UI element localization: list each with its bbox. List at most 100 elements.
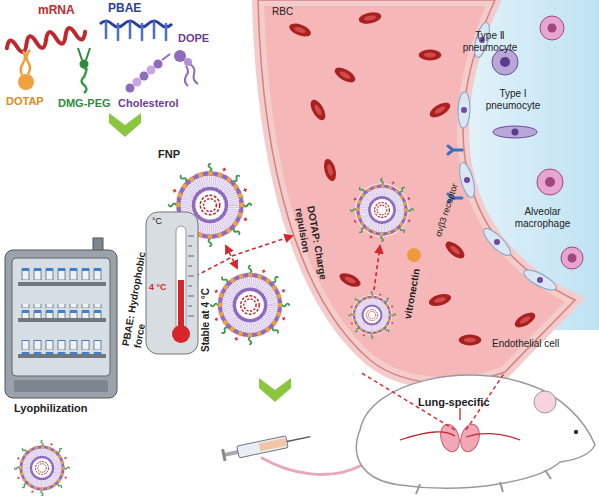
vitronectin-protein bbox=[407, 248, 421, 262]
dashed-leaders bbox=[232, 236, 292, 256]
syringe-illustration bbox=[224, 450, 239, 457]
dotap-icon bbox=[21, 50, 30, 75]
receptor-label: αvβ3 receptor bbox=[432, 179, 461, 241]
syringe-illustration bbox=[221, 431, 312, 461]
mouse-illustration bbox=[534, 391, 556, 413]
dashed-leaders bbox=[226, 246, 237, 268]
cholesterol-icon bbox=[147, 66, 156, 75]
alveolar-macrophages bbox=[561, 247, 583, 269]
thermometer-illustration bbox=[172, 325, 190, 343]
syringe-illustration bbox=[259, 438, 287, 451]
endothelial-cells bbox=[457, 92, 470, 128]
pneumocytes bbox=[512, 129, 519, 136]
alveolar-macrophages bbox=[537, 16, 583, 269]
endothelial-cells bbox=[464, 177, 470, 183]
lyophilizer-illustration bbox=[5, 250, 117, 398]
temperature-label: 4 °C bbox=[149, 282, 167, 292]
mouse-illustration bbox=[416, 470, 551, 494]
dotap-icon bbox=[18, 74, 34, 90]
dmg-peg-icon bbox=[78, 48, 90, 60]
endothelial-cells bbox=[461, 107, 467, 113]
lyophilizer-illustration bbox=[20, 304, 104, 318]
component-label: DOPE bbox=[178, 32, 209, 45]
step-chevron bbox=[259, 378, 291, 402]
red-blood-cells bbox=[337, 270, 362, 289]
mouse-illustration bbox=[262, 375, 595, 494]
alveolar-macrophages bbox=[548, 24, 557, 33]
dmg-peg-icon bbox=[82, 68, 87, 93]
alveolar-macrophages bbox=[540, 16, 564, 40]
nanoparticles-in-vessel bbox=[348, 291, 395, 338]
mouse-illustration bbox=[438, 422, 463, 454]
red-blood-cells bbox=[308, 97, 329, 122]
pbae-icon bbox=[100, 21, 172, 40]
protein-label: vitronectin bbox=[402, 268, 422, 320]
cholesterol-icon bbox=[133, 78, 142, 87]
particle-label: FNP bbox=[158, 148, 180, 161]
red-blood-cells bbox=[332, 65, 357, 86]
lyophilizer-illustration bbox=[18, 282, 106, 286]
dope-icon bbox=[174, 50, 198, 86]
blood-vessel bbox=[258, 0, 575, 383]
endothelial-cells bbox=[457, 21, 559, 294]
red-blood-cells bbox=[358, 11, 382, 26]
cholesterol-icon bbox=[126, 54, 171, 93]
thermometer-illustration bbox=[178, 280, 184, 330]
fnp-particles bbox=[211, 266, 290, 345]
syringe-illustration bbox=[237, 436, 288, 458]
cholesterol-icon bbox=[140, 72, 149, 81]
mechanism-label: DOTAP: Charge repulsion bbox=[293, 205, 333, 307]
mrna-icon bbox=[5, 25, 86, 55]
pbae-icon bbox=[100, 21, 172, 27]
endothelial-cells bbox=[457, 161, 478, 199]
red-blood-cells bbox=[419, 50, 442, 61]
mouse-illustration bbox=[262, 458, 362, 474]
lyophilizer-illustration bbox=[20, 340, 104, 354]
target-label: Lung-specific bbox=[418, 396, 490, 409]
syringe-illustration bbox=[287, 437, 310, 442]
red-blood-cells bbox=[287, 11, 537, 346]
dmg-peg-icon bbox=[78, 48, 90, 93]
lyophilizer-illustration bbox=[18, 318, 106, 322]
blood-vessel bbox=[258, 0, 575, 383]
thermometer-scale: °C bbox=[152, 216, 162, 226]
endothelial-cells bbox=[537, 277, 543, 283]
cholesterol-icon bbox=[154, 60, 163, 69]
storage-label: Stable at 4 °C bbox=[200, 288, 212, 352]
endothelial-cells bbox=[521, 266, 558, 293]
red-blood-cells bbox=[459, 335, 482, 346]
dope-icon bbox=[185, 64, 198, 86]
red-blood-cells bbox=[322, 158, 338, 183]
mouse-illustration bbox=[400, 408, 520, 440]
pneumocytes bbox=[493, 126, 537, 138]
red-blood-cells bbox=[512, 310, 537, 331]
lyophilizer-illustration bbox=[5, 238, 117, 398]
endothelial-cells bbox=[494, 239, 500, 245]
red-blood-cells bbox=[443, 239, 467, 262]
receptor-symbol bbox=[448, 146, 462, 154]
lyophilizer-illustration bbox=[20, 268, 104, 282]
red-blood-cells bbox=[427, 100, 452, 121]
component-label: mRNA bbox=[38, 4, 75, 18]
process-label: Lyophilization bbox=[14, 402, 88, 415]
red-blood-cells bbox=[287, 21, 312, 39]
pneumocytes bbox=[492, 49, 518, 75]
pbae-icon bbox=[106, 22, 166, 40]
cell-label: Type I pneumocyte bbox=[478, 88, 548, 111]
mechanism-label: PBAE: Hydrophobic force bbox=[120, 247, 160, 349]
pneumocytes bbox=[500, 57, 510, 67]
alveolar-macrophages bbox=[545, 177, 555, 187]
blood-vessel bbox=[258, 0, 575, 383]
cell-label: Endothelial cell bbox=[492, 338, 559, 350]
lyophilized-fnp bbox=[15, 441, 70, 496]
lyophilizer-illustration bbox=[18, 354, 106, 358]
lyophilizer-illustration bbox=[14, 380, 108, 392]
dmg-peg-icon bbox=[80, 60, 89, 69]
cell-label: Alveolar macrophage bbox=[500, 206, 585, 229]
cell-label: RBC bbox=[272, 6, 293, 18]
cell-label: Type Ⅱ pneumocyte bbox=[455, 30, 525, 53]
lung-leader-lines bbox=[360, 372, 505, 430]
thermometer-illustration bbox=[188, 236, 194, 316]
component-label: PBAE bbox=[108, 2, 141, 16]
